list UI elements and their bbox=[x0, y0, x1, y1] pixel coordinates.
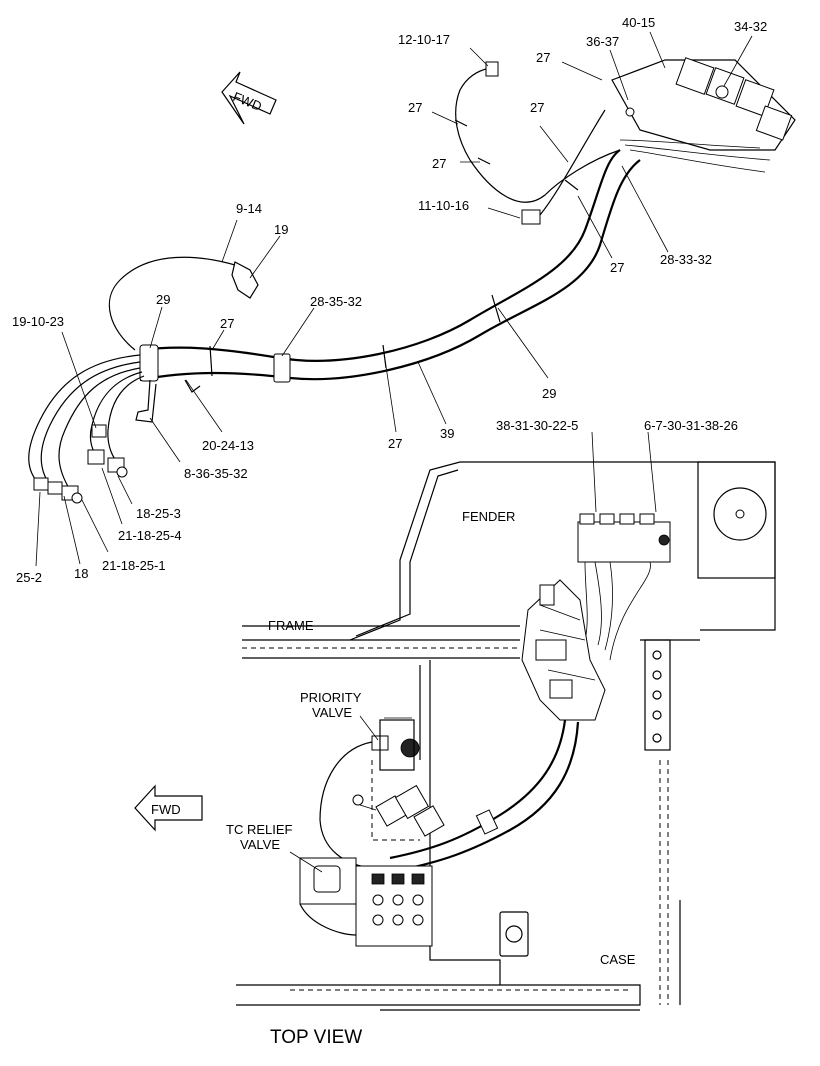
callout-39: 39 bbox=[440, 426, 454, 441]
callout-27-c: 27 bbox=[530, 100, 544, 115]
fwd-bottom-label: FWD bbox=[151, 802, 181, 817]
priority-valve-label-line2: VALVE bbox=[312, 705, 352, 720]
callout-36-37: 36-37 bbox=[586, 34, 619, 49]
callout-11-10-16: 11-10-16 bbox=[418, 198, 469, 213]
callout-6-7-30-31-38-26: 6-7-30-31-38-26 bbox=[644, 418, 738, 433]
callout-8-36-35-32: 8-36-35-32 bbox=[184, 466, 248, 481]
callout-27-g: 27 bbox=[388, 436, 402, 451]
upper-leaders bbox=[35, 31, 753, 567]
callout-27-f: 27 bbox=[220, 316, 234, 331]
fwd-arrow-top: FWD bbox=[221, 71, 277, 125]
frame-label: FRAME bbox=[268, 618, 314, 633]
callout-27-e: 27 bbox=[610, 260, 624, 275]
callout-29-a: 29 bbox=[156, 292, 170, 307]
callout-34-32: 34-32 bbox=[734, 19, 767, 34]
fender-label: FENDER bbox=[462, 509, 515, 524]
callout-28-35-32: 28-35-32 bbox=[310, 294, 362, 309]
callout-27-a: 27 bbox=[536, 50, 550, 65]
callout-29-b: 29 bbox=[542, 386, 556, 401]
callout-9-14: 9-14 bbox=[236, 201, 262, 216]
tc-relief-label-line2: VALVE bbox=[240, 837, 280, 852]
callout-20-24-13: 20-24-13 bbox=[202, 438, 254, 453]
lower-top-view bbox=[236, 431, 776, 1011]
tc-relief-valve bbox=[299, 857, 433, 947]
callout-28-33-32: 28-33-32 bbox=[660, 252, 712, 267]
callout-18-25-3: 18-25-3 bbox=[136, 506, 181, 521]
callout-27-d: 27 bbox=[432, 156, 446, 171]
control-valve bbox=[521, 579, 606, 721]
callout-27-b: 27 bbox=[408, 100, 422, 115]
callout-18: 18 bbox=[74, 566, 88, 581]
callout-21-18-25-4: 21-18-25-4 bbox=[118, 528, 182, 543]
priority-valve-label-line1: PRIORITY bbox=[300, 690, 362, 705]
upper-harness bbox=[28, 57, 796, 504]
fwd-arrow-bottom: FWD bbox=[134, 784, 203, 832]
lower-valve-bank bbox=[577, 513, 671, 661]
callout-38-31-30-22-5: 38-31-30-22-5 bbox=[496, 418, 578, 433]
callout-40-15: 40-15 bbox=[622, 15, 655, 30]
priority-valve bbox=[319, 717, 420, 869]
top-view-label: TOP VIEW bbox=[270, 1027, 362, 1048]
upper-valve-bank bbox=[611, 57, 796, 173]
callout-labels: 12-10-17 40-15 34-32 27 36-37 27 27 27 1… bbox=[12, 15, 767, 1048]
callout-19-10-23: 19-10-23 bbox=[12, 314, 64, 329]
tc-relief-label-line1: TC RELIEF bbox=[226, 822, 293, 837]
case-label: CASE bbox=[600, 952, 636, 967]
small-valves bbox=[352, 784, 445, 837]
callout-25-2: 25-2 bbox=[16, 570, 42, 585]
callout-19: 19 bbox=[274, 222, 288, 237]
callout-21-18-25-1: 21-18-25-1 bbox=[102, 558, 166, 573]
callout-12-10-17: 12-10-17 bbox=[398, 32, 450, 47]
